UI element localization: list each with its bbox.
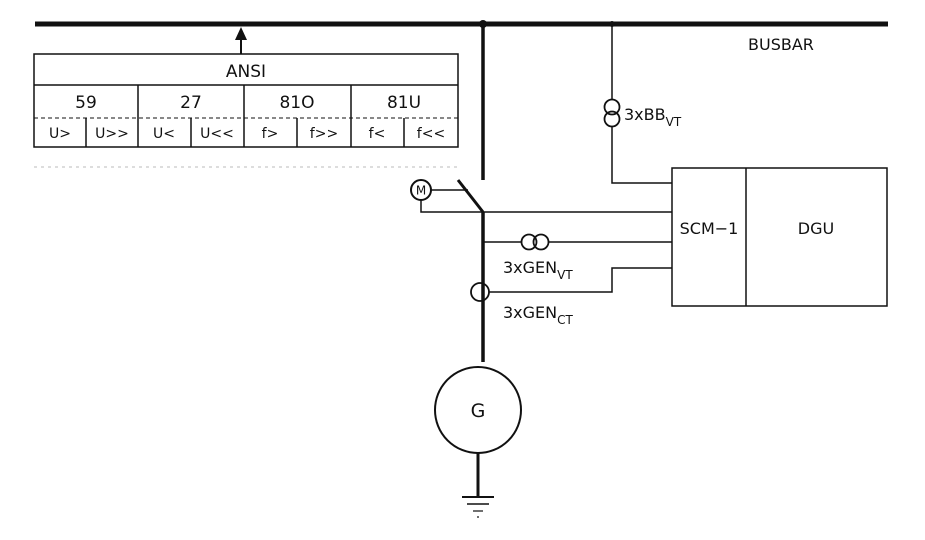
ansi-function-cell: f>> <box>310 126 338 142</box>
gen-ct-icon <box>470 282 490 302</box>
arrowhead-icon <box>235 27 247 40</box>
gen-vt-transformer-icon <box>520 233 550 251</box>
ansi-table: ANSI 59 27 81O 81U U> U>> U< U<< f> f>> … <box>33 53 459 148</box>
motor-label: M <box>416 184 426 198</box>
controller-box <box>671 167 888 307</box>
gen-ct-wire <box>489 267 672 293</box>
ansi-function-cell: U>> <box>95 126 129 142</box>
busbar-vt-transformer-icon <box>603 98 621 128</box>
ground-icon <box>462 496 494 518</box>
gen-vt-label: 3xGENVT <box>503 258 573 282</box>
ansi-function-cell: U< <box>153 126 175 142</box>
ansi-function-cell: U> <box>49 126 71 142</box>
busbar-label: BUSBAR <box>748 35 814 54</box>
ansi-function-cell: f<< <box>417 126 445 142</box>
scm-label: SCM−1 <box>680 219 739 238</box>
ansi-function-cell: f< <box>369 126 386 142</box>
ansi-code-59: 59 <box>75 93 97 113</box>
ansi-code-81o: 81O <box>279 93 314 113</box>
breaker-feedback-wire <box>420 200 483 213</box>
busbar-vt-label: 3xBBVT <box>624 105 682 129</box>
gen-ct-label: 3xGENCT <box>503 303 574 327</box>
circuit-breaker <box>431 179 485 213</box>
ansi-function-cell: U<< <box>200 126 234 142</box>
ansi-title: ANSI <box>226 62 266 82</box>
dgu-label: DGU <box>798 219 834 238</box>
ansi-function-cell: f> <box>262 126 279 142</box>
ansi-code-27: 27 <box>180 93 202 113</box>
motor-operator-icon: M <box>410 179 432 201</box>
ansi-code-81u: 81U <box>387 93 421 113</box>
busbar-vt-wire-lower <box>611 127 672 184</box>
generator-label: G <box>471 400 486 422</box>
